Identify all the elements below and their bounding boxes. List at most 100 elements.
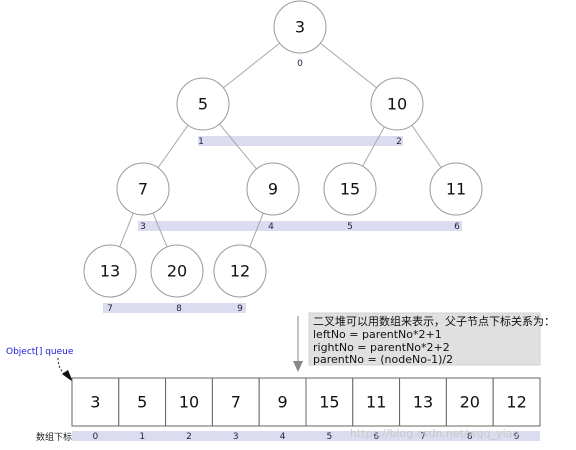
tree-node-index: 6 [454, 222, 460, 232]
tree-edge [249, 212, 264, 248]
tree-node-value: 20 [167, 262, 187, 281]
array-cell-box [399, 377, 447, 427]
array-cell-box [165, 377, 213, 427]
tree-node-circle [323, 162, 377, 216]
tree-node-index: 1 [198, 137, 204, 147]
tree-node-circle [246, 162, 300, 216]
tree-node-index: 9 [237, 304, 243, 314]
array-cell-box [305, 377, 354, 427]
level-bar-1 [198, 136, 403, 146]
array-cell-index: 2 [186, 432, 192, 442]
tree-edge [320, 42, 377, 89]
tree-node: 7 [116, 162, 170, 216]
tree-node-index: 8 [176, 304, 182, 314]
array-cell-index: 8 [467, 432, 473, 442]
level-bar-3 [103, 303, 246, 313]
array-cell-box [352, 377, 401, 427]
array-cell-value: 7 [231, 393, 241, 412]
tree-node-value: 13 [100, 262, 120, 281]
level-bar-2 [138, 221, 462, 231]
tree-node: 15 [323, 162, 377, 216]
note-pointer-arrow [293, 361, 303, 372]
array-cell-box [211, 377, 260, 427]
array-cell-value: 13 [413, 393, 433, 412]
tree-node-value: 5 [198, 95, 208, 114]
array-cell-index: 6 [373, 432, 379, 442]
array-cell-value: 20 [460, 393, 480, 412]
array-cell: 11 [352, 377, 401, 427]
queue-label: Object[] queue [6, 347, 74, 357]
array-cell: 5 [118, 377, 167, 427]
tree-edge [219, 123, 257, 170]
tree-node-index: 0 [297, 59, 303, 69]
tree-node: 5 [176, 77, 230, 131]
tree-node-value: 7 [138, 180, 148, 199]
tree-node-value: 3 [295, 18, 305, 37]
tree-node-circle [370, 77, 424, 131]
array-cell: 3 [71, 377, 120, 427]
array-cell-box [492, 377, 541, 427]
tree-node-value: 11 [446, 180, 466, 199]
array-cell-index: 7 [420, 432, 426, 442]
array-cell: 9 [258, 377, 307, 427]
tree-node: 11 [429, 162, 483, 216]
note-line-4: parentNo = (nodeNo-1)/2 [313, 353, 453, 366]
tree-node-circle [176, 77, 230, 131]
tree-node-index: 5 [347, 222, 353, 232]
level-bars [103, 136, 462, 313]
array-cell-value: 12 [506, 393, 526, 412]
watermark: https://blog.csdn.net/wgq_yiao [350, 427, 519, 440]
array-cell-index: 5 [327, 432, 333, 442]
array-cell-box [258, 377, 307, 427]
note-line-2: leftNo = parentNo*2+1 [313, 328, 442, 341]
array-cell: 13 [399, 377, 447, 427]
tree-node-value: 15 [340, 180, 360, 199]
array-cell-index: 4 [280, 432, 286, 442]
tree-edge [157, 124, 189, 169]
tree-edge [411, 125, 442, 168]
array-cell-index: 9 [514, 432, 520, 442]
tree-node: 9 [246, 162, 300, 216]
array-index-labels: 0 1 2 3 4 5 6 7 8 9 [93, 432, 520, 442]
array-cell: 12 [492, 377, 541, 427]
tree-node-value: 9 [268, 180, 278, 199]
array-cell-index: 3 [233, 432, 239, 442]
tree-node-index: 7 [107, 304, 113, 314]
tree-node-value: 10 [387, 95, 407, 114]
array-cell: 20 [445, 377, 494, 427]
tree-node: 3 [273, 0, 327, 54]
tree-node: 12 [213, 244, 267, 298]
array-cell-value: 5 [137, 393, 147, 412]
array-cell: 7 [211, 377, 260, 427]
tree-edge [223, 42, 280, 89]
array-index-bar [72, 431, 540, 441]
tree-node-circle [213, 244, 267, 298]
tree-node: 13 [83, 244, 137, 298]
formula-note: 二叉堆可以用数组来表示，父子节点下标关系为： leftNo = parentNo… [293, 312, 555, 372]
tree-node-index: 3 [140, 222, 146, 232]
tree-edge [362, 126, 385, 167]
array-cell-index: 0 [93, 432, 99, 442]
array-index-label: 数组下标 [36, 431, 72, 443]
tree-node: 10 [370, 77, 424, 131]
tree-node-index: 2 [396, 137, 402, 147]
note-box [308, 312, 541, 366]
array-cell-box [71, 377, 120, 427]
tree-node-circle [273, 0, 327, 54]
tree-node-circle [150, 244, 204, 298]
array-cell-box [118, 377, 167, 427]
queue-pointer-arrow [62, 370, 73, 382]
array-cell-value: 10 [179, 393, 199, 412]
note-line-1: 二叉堆可以用数组来表示，父子节点下标关系为： [313, 314, 555, 328]
tree-node-circle [83, 244, 137, 298]
array-cell-value: 3 [90, 393, 100, 412]
tree-node-circle [116, 162, 170, 216]
array-cell-index: 1 [139, 432, 145, 442]
queue-pointer-line [57, 357, 69, 377]
tree-node-index: 4 [268, 222, 274, 232]
array-cell-value: 15 [319, 393, 339, 412]
